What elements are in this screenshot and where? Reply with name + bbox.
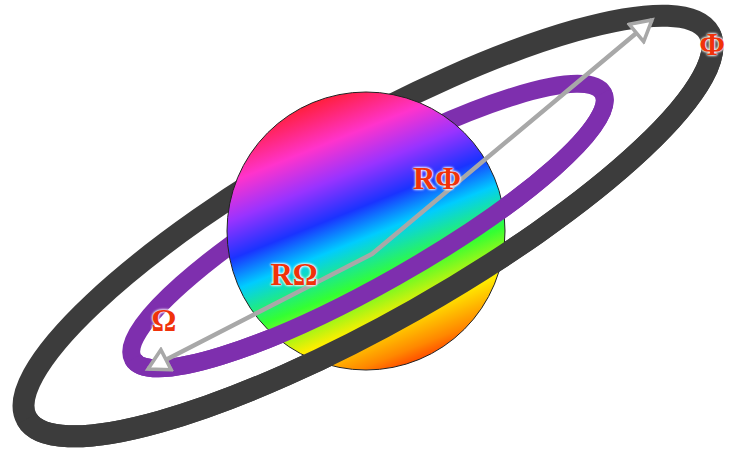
ring-label: Ω xyxy=(152,305,177,336)
radius-arrow xyxy=(148,20,652,369)
radius-label: RΩ xyxy=(270,259,317,290)
inner-ring-front xyxy=(133,93,632,409)
ring-front xyxy=(27,33,737,449)
radius-label: RΦ xyxy=(413,163,461,194)
ring-label: Φ xyxy=(699,29,725,60)
outer-ring-front xyxy=(27,33,737,449)
